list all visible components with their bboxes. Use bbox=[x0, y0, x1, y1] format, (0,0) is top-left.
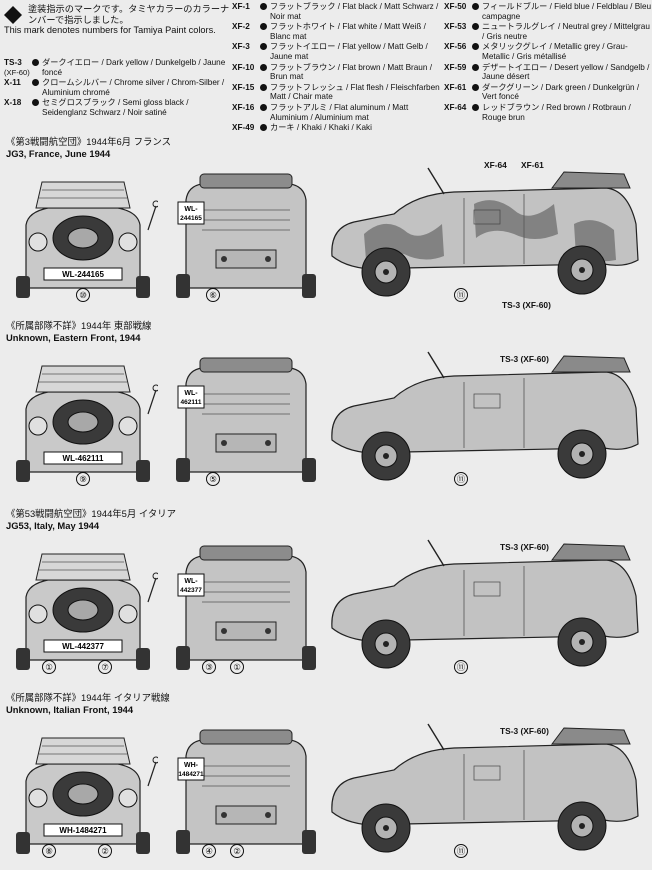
rear-view-drawing: WL- 244165 bbox=[176, 173, 316, 298]
scheme-title-en: JG3, France, June 1944 bbox=[6, 148, 111, 159]
part-number-front: ① bbox=[42, 660, 56, 674]
rear-plate-bottom: 1484271 bbox=[178, 771, 204, 778]
legend-intro-jp: 塗装指示のマークです。タミヤカラーのカラーナンバーで指示しました。 bbox=[28, 4, 230, 25]
side-view-drawing bbox=[331, 351, 639, 481]
rear-plate-bottom: 462111 bbox=[181, 399, 202, 406]
scheme-title-jp: 《所属部隊不詳》1944年 イタリア戦線 bbox=[6, 692, 170, 703]
part-number-front: ⑨ bbox=[76, 472, 90, 486]
part-number-front: ⑩ bbox=[76, 288, 90, 302]
paint-callout-ts3: TS-3 (XF-60) bbox=[502, 300, 551, 310]
part-number-front: ⑧ bbox=[42, 844, 56, 858]
front-plate-text: WL-244165 bbox=[62, 270, 104, 279]
front-view-drawing: WL-462111 bbox=[16, 365, 158, 482]
paint-dot-icon bbox=[472, 83, 479, 91]
paint-callout-ts3: TS-3 (XF-60) bbox=[500, 542, 549, 552]
part-number-side: ⑪ bbox=[454, 472, 468, 486]
scheme-title-en: Unknown, Italian Front, 1944 bbox=[6, 704, 134, 715]
rear-plate-top: WL- bbox=[184, 206, 198, 213]
rear-plate-top: WH- bbox=[184, 762, 199, 769]
paint-dot-icon bbox=[260, 63, 267, 71]
rear-plate-bottom: 442377 bbox=[180, 587, 202, 594]
paint-dot-icon bbox=[260, 43, 267, 51]
paint-dot-icon bbox=[472, 103, 479, 111]
paint-drop-icon bbox=[4, 6, 22, 24]
front-plate-text: WL-442377 bbox=[62, 642, 104, 651]
part-number-rear: ③ bbox=[202, 660, 216, 674]
legend-column-1: TS-3(XF-60) ダークイエロー / Dark yellow / Dunk… bbox=[4, 58, 232, 119]
paint-dot-icon bbox=[260, 103, 267, 111]
paint-legend: 塗装指示のマークです。タミヤカラーのカラーナンバーで指示しました。 This m… bbox=[0, 0, 652, 132]
paint-dot-icon bbox=[472, 23, 479, 31]
paint-dot-icon bbox=[472, 3, 479, 10]
part-number-side: ⑪ bbox=[454, 288, 468, 302]
paint-dot-icon bbox=[472, 43, 479, 51]
paint-callout-ts3: TS-3 (XF-60) bbox=[500, 354, 549, 364]
paint-dot-icon bbox=[260, 124, 267, 132]
rear-view-drawing: WH- 1484271 bbox=[176, 729, 316, 854]
part-number-rear: ⑤ bbox=[206, 472, 220, 486]
part-number-rear: ④ bbox=[202, 844, 216, 858]
part-number-rear: ② bbox=[230, 844, 244, 858]
legend-item: TS-3(XF-60) ダークイエロー / Dark yellow / Dunk… bbox=[4, 58, 226, 77]
paint-dot-icon bbox=[472, 63, 479, 71]
side-view-drawing bbox=[331, 167, 639, 297]
paint-dot-icon bbox=[260, 83, 267, 91]
scheme-title-jp: 《所属部隊不詳》1944年 東部戦線 bbox=[6, 320, 152, 331]
scheme-title-jp: 《第3戦闘航空団》1944年6月 フランス bbox=[6, 136, 171, 147]
paint-dot-icon bbox=[32, 99, 39, 107]
part-number-rear: ⑥ bbox=[206, 288, 220, 302]
rear-plate-top: WL- bbox=[184, 578, 198, 585]
front-view-drawing: WL-442377 bbox=[16, 553, 158, 670]
paint-callout: XF-61 bbox=[521, 160, 544, 170]
front-view-drawing: WH-1484271 bbox=[16, 737, 158, 854]
part-number-rear: ① bbox=[230, 660, 244, 674]
front-plate-text: WL-462111 bbox=[63, 454, 104, 463]
scheme-title-jp: 《第53戦闘航空団》1944年5月 イタリア bbox=[6, 508, 176, 519]
legend-item: X-11 クロームシルバー / Chrome silver / Chrom-Si… bbox=[4, 78, 225, 97]
front-plate-text: WH-1484271 bbox=[59, 826, 107, 835]
paint-dot-icon bbox=[260, 23, 267, 31]
front-view-drawing: WL-244165 bbox=[16, 181, 158, 298]
paint-dot-icon bbox=[32, 59, 39, 66]
rear-view-drawing: WL- 462111 bbox=[176, 357, 316, 482]
paint-callout-ts3: TS-3 (XF-60) bbox=[500, 726, 549, 736]
paint-callout: XF-64 bbox=[484, 160, 507, 170]
paint-dot-icon bbox=[32, 79, 39, 87]
scheme-title-en: Unknown, Eastern Front, 1944 bbox=[6, 332, 141, 343]
rear-plate-top: WL- bbox=[184, 390, 198, 397]
part-number-side: ⑪ bbox=[454, 844, 468, 858]
legend-item: X-18 セミグロスブラック / Semi gloss black / Seid… bbox=[4, 98, 189, 117]
part-number-front: ② bbox=[98, 844, 112, 858]
side-view-drawing bbox=[331, 539, 639, 669]
part-number-front: ⑦ bbox=[98, 660, 112, 674]
scheme-title-en: JG53, Italy, May 1944 bbox=[6, 520, 100, 531]
legend-intro-en: This mark denotes numbers for Tamiya Pai… bbox=[4, 25, 216, 35]
paint-dot-icon bbox=[260, 3, 267, 10]
part-number-side: ⑪ bbox=[454, 660, 468, 674]
rear-plate-bottom: 244165 bbox=[180, 215, 202, 222]
rear-view-drawing: WL- 442377 bbox=[176, 545, 316, 670]
side-view-drawing bbox=[331, 723, 639, 853]
